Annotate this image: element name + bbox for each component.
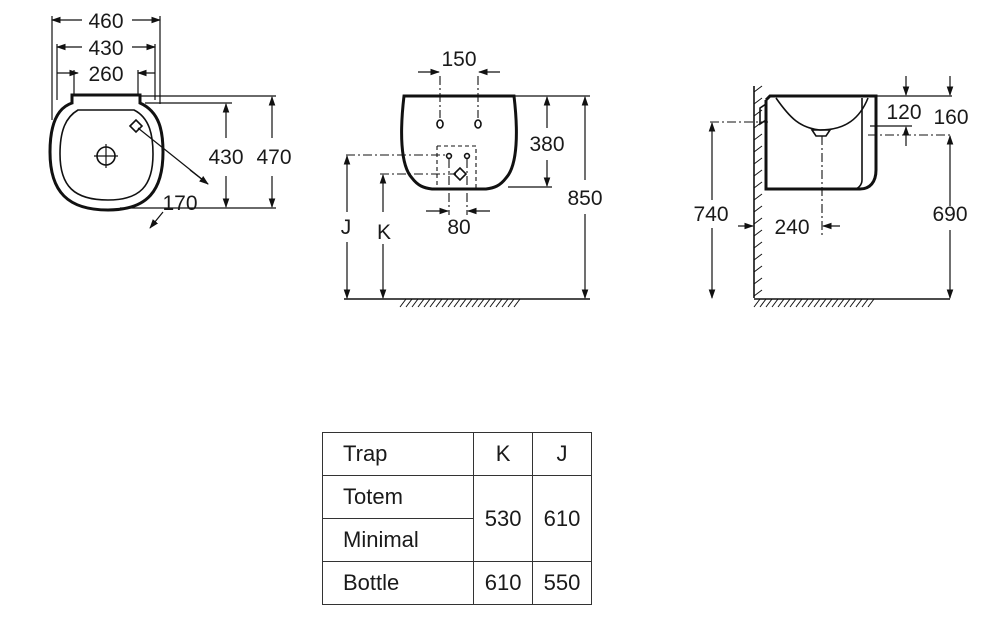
dim-240: 240 <box>774 216 809 239</box>
label-K: K <box>377 221 391 244</box>
front-view: 150 380 850 80 J K <box>341 48 603 308</box>
table-row: Minimal <box>321 518 592 562</box>
dim-460: 460 <box>88 10 123 33</box>
dim-740: 740 <box>693 203 728 226</box>
table-row: Bottle 610 550 <box>321 561 592 605</box>
dim-160: 160 <box>933 106 968 129</box>
dim-170: 170 <box>162 192 197 215</box>
dim-470: 470 <box>256 146 291 169</box>
basin-outline-side <box>764 94 878 191</box>
header-trap: Trap <box>321 432 475 476</box>
dim-850: 850 <box>567 187 602 210</box>
basin-outline-top <box>48 93 165 212</box>
value-j-bottle: 550 <box>532 561 592 605</box>
dim-150: 150 <box>441 48 476 71</box>
side-view: 120 160 740 240 690 <box>693 76 969 308</box>
header-j: J <box>532 432 592 476</box>
dim-380: 380 <box>529 133 564 156</box>
dim-430-width: 430 <box>88 37 123 60</box>
dim-80: 80 <box>447 216 470 239</box>
top-view: 460 430 260 430 470 170 <box>48 10 292 229</box>
trap-name-bottle: Bottle <box>321 561 475 605</box>
table-header-row: Trap K J <box>321 432 592 476</box>
basin-outline-front <box>400 94 518 191</box>
trap-name-minimal: Minimal <box>321 518 475 562</box>
dim-260: 260 <box>88 63 123 86</box>
dim-120: 120 <box>886 101 921 124</box>
value-k-bottle: 610 <box>473 561 534 605</box>
label-J: J <box>341 216 352 239</box>
trap-table: Trap K J Totem 530 610 Minimal Bottle 61… <box>321 432 592 605</box>
floor-hatch-front <box>399 298 521 308</box>
table-row: Totem 530 610 <box>321 475 592 562</box>
basin-inner-top <box>59 109 154 201</box>
value-j-totem-minimal: 610 <box>532 475 592 562</box>
tap-hole <box>128 118 144 134</box>
dim-430-depth: 430 <box>208 146 243 169</box>
trap-name-totem: Totem <box>321 475 475 519</box>
value-k-totem-minimal: 530 <box>473 475 534 562</box>
floor-hatch-side <box>753 298 875 308</box>
wall-hatch <box>753 85 763 297</box>
dim-690: 690 <box>932 203 967 226</box>
header-k: K <box>473 432 534 476</box>
